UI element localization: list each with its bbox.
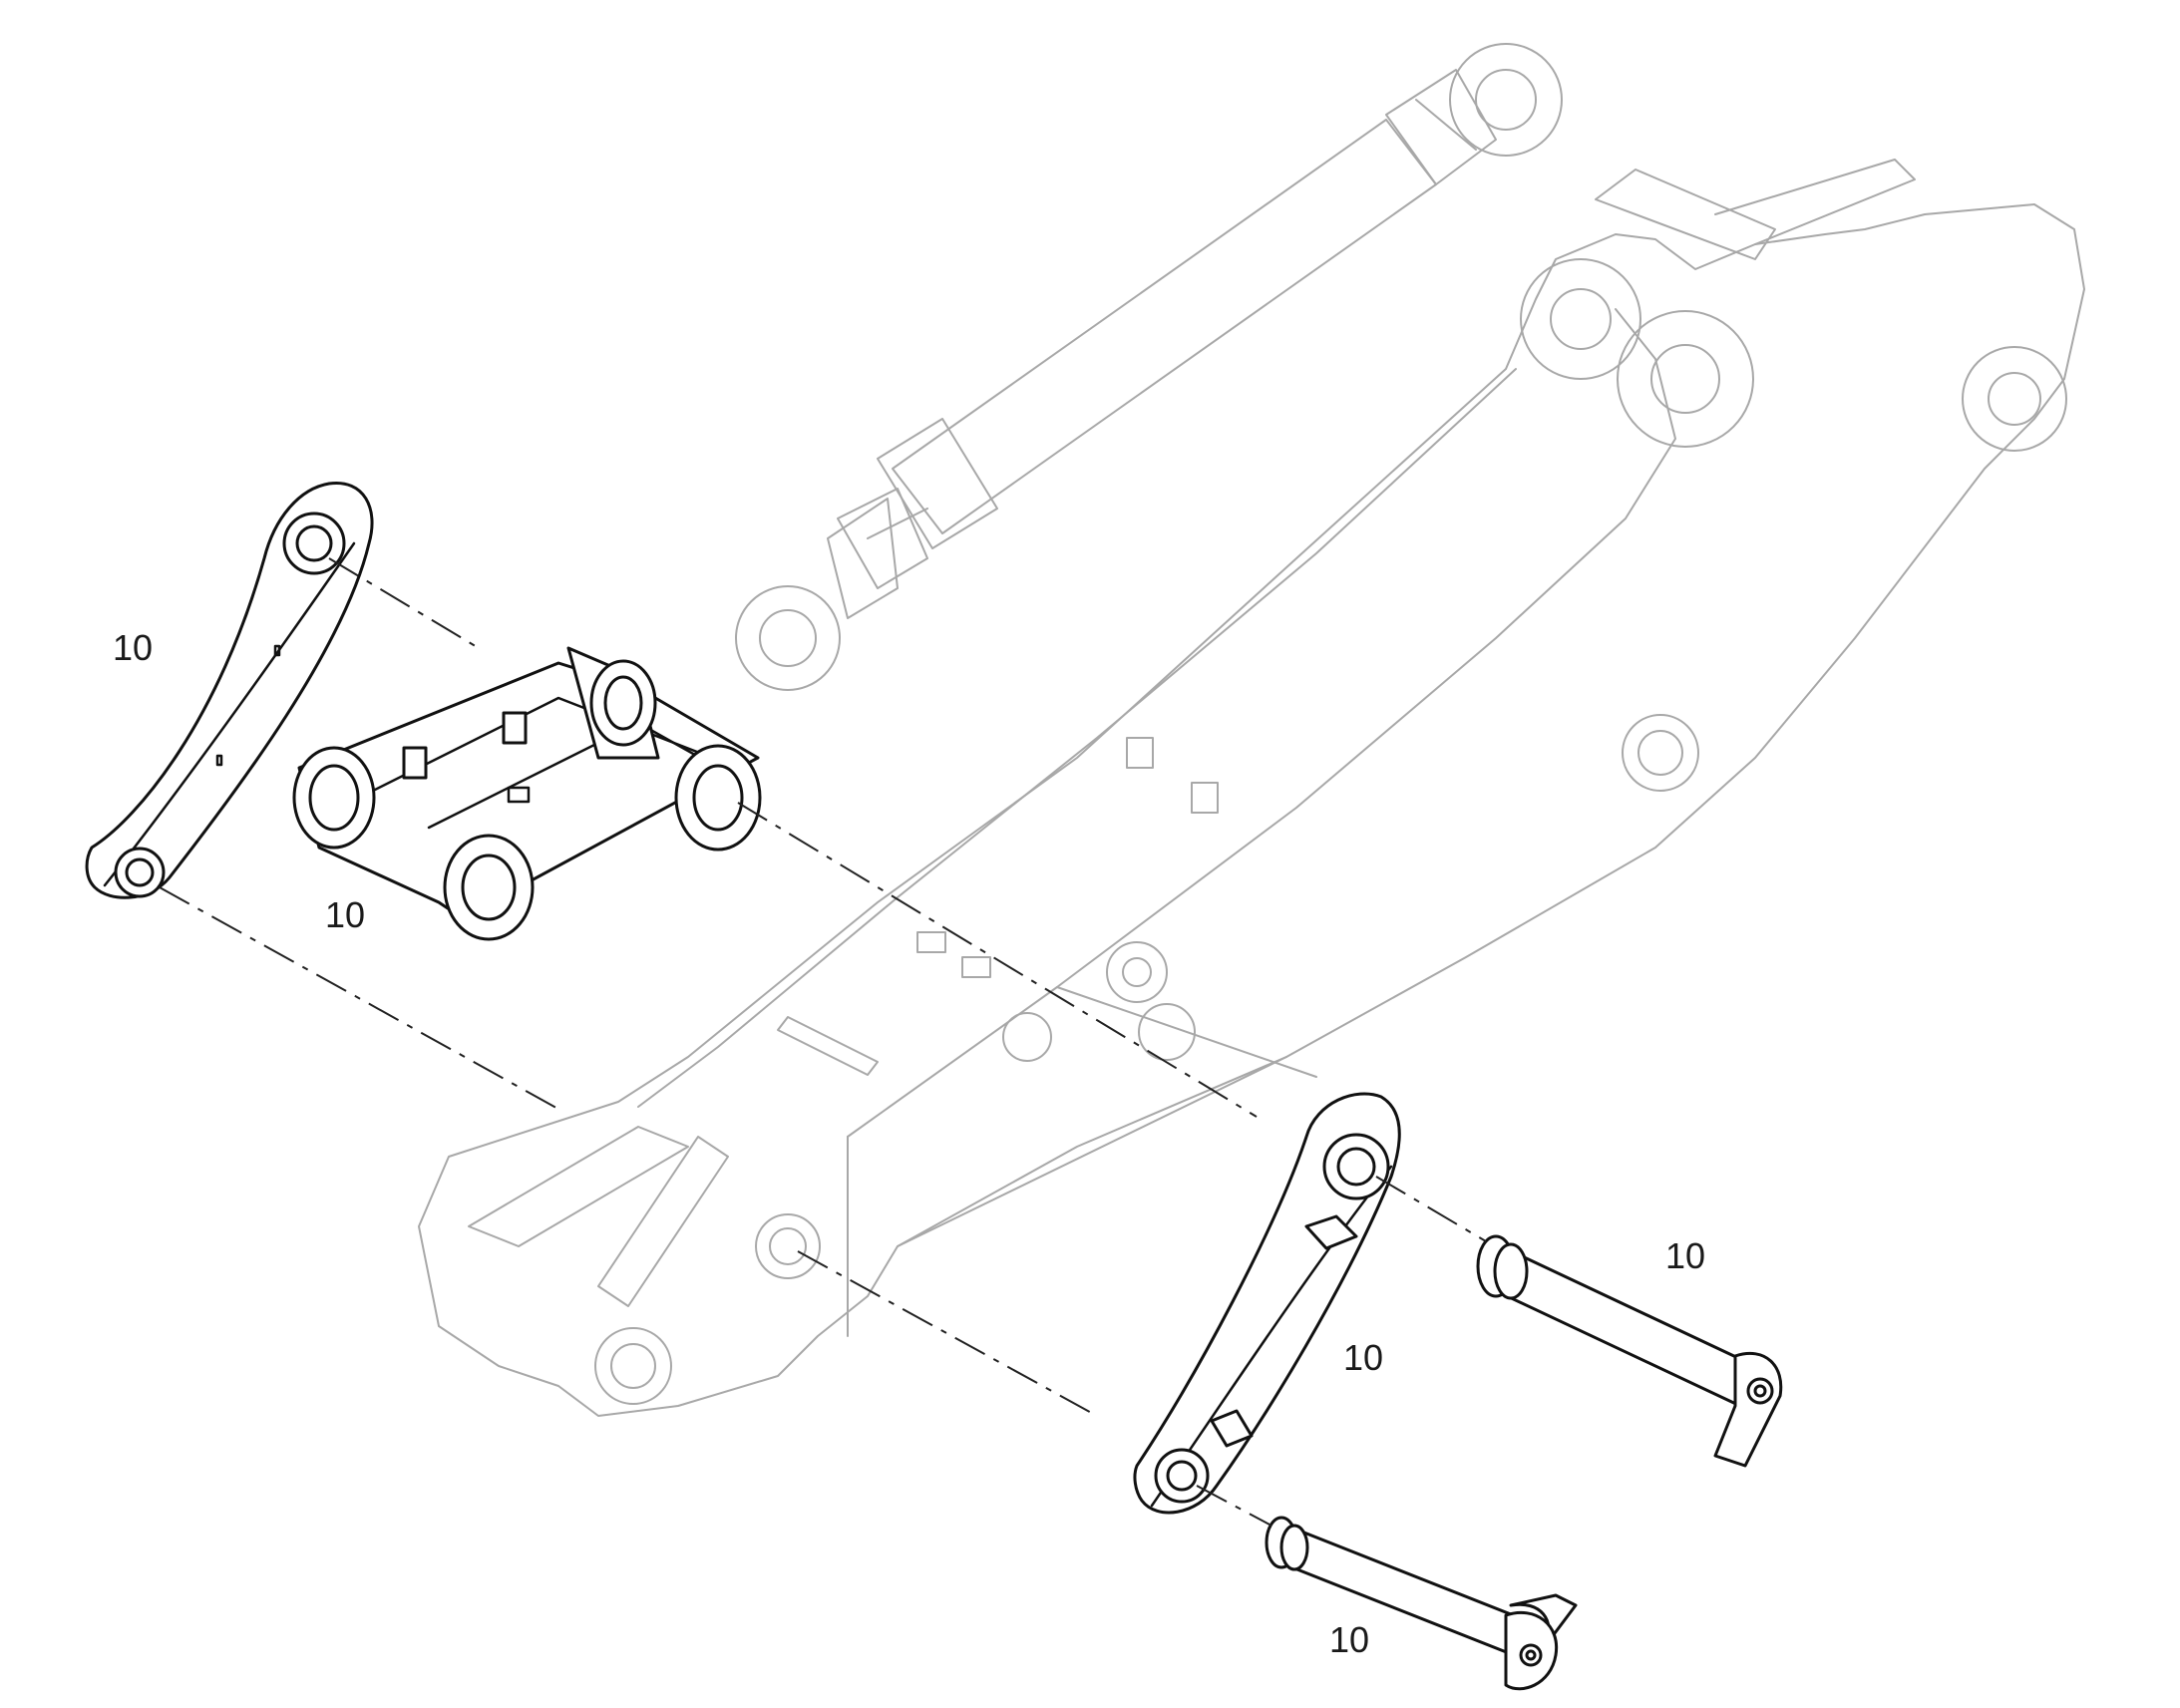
callout-upper-link-arm: 10	[113, 627, 154, 668]
boom-head-boss-left	[1520, 258, 1641, 380]
cylinder-head-eye	[1449, 43, 1563, 157]
boom-side-bore-inner	[1637, 730, 1683, 776]
boom-foot-rib	[468, 1126, 729, 1307]
cylinder-flange	[837, 488, 928, 589]
cylinder-rod-eye	[735, 585, 841, 691]
ghost-boom-assembly	[418, 159, 2085, 1417]
boom-head-boss-right	[1617, 310, 1754, 448]
boom-head-bracket	[1595, 159, 1916, 260]
cylinder-head-eye-inner	[1475, 69, 1537, 131]
boom-inner-edge	[847, 308, 1676, 1138]
pivot-disc-1-inner	[1122, 957, 1152, 987]
cylinder-rod-eye-inner	[759, 609, 817, 667]
boom-plate-2	[1191, 782, 1219, 814]
cylinder-head-block	[1385, 69, 1497, 185]
boom-head-boss-right-inner	[1650, 344, 1720, 414]
boom-mid-bore	[755, 1213, 821, 1279]
boom-outline	[418, 203, 2085, 1417]
callout-lower-pin: 10	[1329, 1619, 1370, 1660]
pivot-disc-3	[1002, 1012, 1052, 1062]
boom-plate-1	[1126, 737, 1154, 769]
boom-plate-4	[961, 956, 991, 978]
leader-link-to-boom	[737, 802, 1258, 1118]
assembly-leader-lines	[159, 557, 1487, 1527]
leader-upper-arm-to-link	[328, 557, 480, 649]
lower-pin-part	[1265, 1516, 1578, 1691]
leader-boom-to-lower-arm	[797, 1250, 1098, 1417]
boom-long-plate	[777, 1016, 879, 1076]
bucket-link-part	[292, 646, 762, 941]
lower-link-arm-part	[1133, 1092, 1401, 1515]
boom-plate-3	[916, 931, 946, 953]
boom-foot-bore-inner	[610, 1343, 656, 1389]
pivot-disc-2	[1138, 1003, 1196, 1061]
boom-top-edge	[637, 368, 1517, 1108]
leader-lower-arm-to-boom	[159, 886, 564, 1113]
leader-arm-to-lower-pin	[1196, 1485, 1272, 1527]
boom-side-bore	[1622, 714, 1699, 792]
boom-mid-bore-inner	[769, 1227, 807, 1265]
boom-tip-boss	[1962, 346, 2067, 452]
upper-pin-part	[1476, 1234, 1783, 1468]
boom-tip-boss-inner	[1988, 372, 2041, 426]
callout-upper-pin: 10	[1665, 1235, 1706, 1276]
boom-foot-bore	[594, 1327, 672, 1405]
ghost-hydraulic-cylinder	[735, 43, 1563, 691]
cylinder-collar	[877, 418, 998, 549]
callout-lower-link-arm: 10	[1343, 1337, 1384, 1378]
cylinder-rod-end	[827, 498, 899, 619]
pivot-disc-1	[1106, 941, 1168, 1003]
boom-head-boss-left-inner	[1550, 288, 1612, 350]
callout-bucket-link: 10	[325, 894, 366, 935]
boom-side-seam	[847, 986, 1317, 1337]
leader-arm-to-upper-pin	[1375, 1176, 1487, 1242]
